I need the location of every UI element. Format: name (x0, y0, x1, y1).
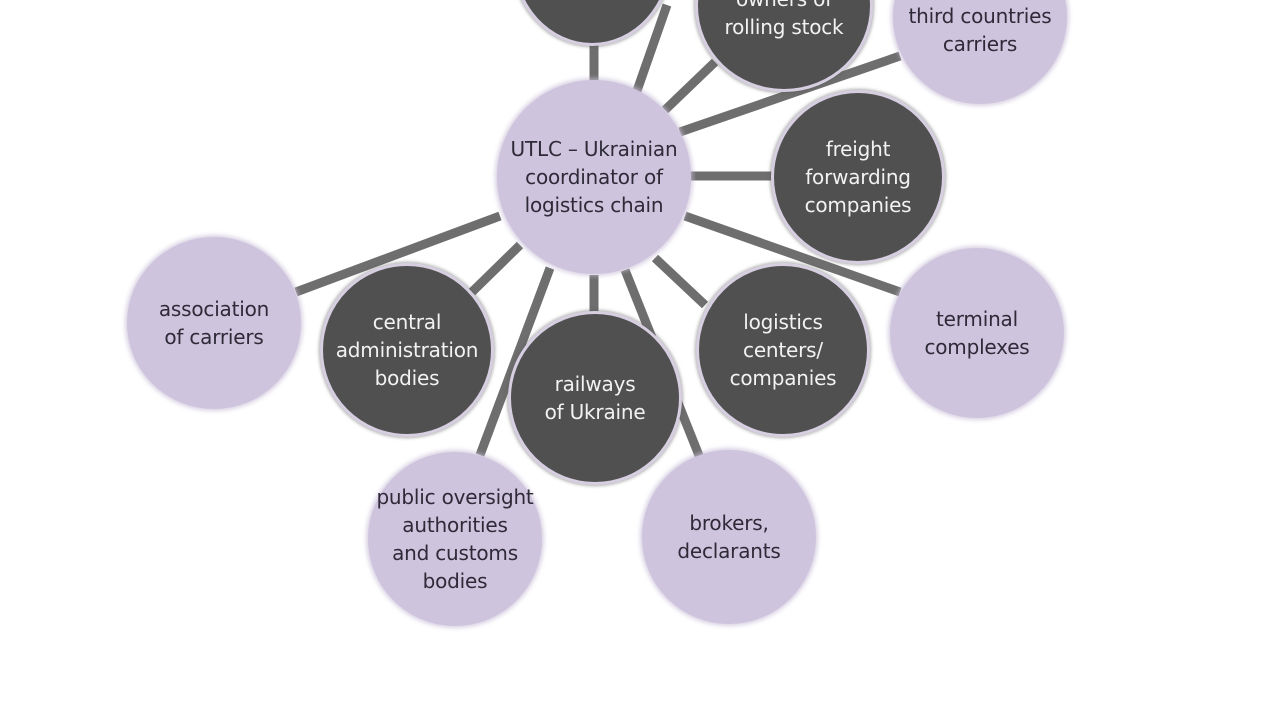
node-logistics-centers-companies: logistics centers/ companies (696, 263, 870, 437)
node-association-of-carriers: association of carriers (127, 237, 301, 409)
node-owners-of-rolling-stock-label: owners of rolling stock (724, 0, 844, 39)
node-central-administration-bodies: central administration bodies (320, 263, 494, 437)
node-railways-of-ukraine-label: railways of Ukraine (544, 372, 646, 424)
node-railways-of-ukraine: railways of Ukraine (508, 311, 682, 485)
connector-owners-of-rolling-stock-2 (661, 58, 719, 114)
connector-third-countries-carriers (678, 51, 902, 137)
node-freight-forwarding-companies-label: freight forwarding companies (804, 137, 912, 217)
center-node-label: UTLC – Ukrainian coordinator of logistic… (510, 137, 678, 217)
connector-association-of-carriers (294, 211, 502, 297)
connector-logistics-centers (651, 254, 709, 309)
connector-central-administration (468, 241, 524, 296)
node-central-administration-bodies-label: central administration bodies (335, 310, 479, 390)
node-terminal-complexes-label: terminal complexes (924, 307, 1030, 359)
connector-owners-of-rolling-stock (627, 3, 672, 107)
node-brokers-declarants: brokers, declarants (642, 450, 816, 624)
center-node-utlc: UTLC – Ukrainian coordinator of logistic… (497, 80, 691, 274)
connector-terminal-complexes (683, 211, 902, 297)
node-public-oversight-authorities-label: public oversight authorities and customs… (376, 485, 534, 593)
node-brokers-declarants-label: brokers, declarants (677, 511, 781, 563)
node-logistics-centers-companies-label: logistics centers/ companies (729, 310, 837, 390)
node-third-countries-carriers-label: third countries carriers (908, 4, 1052, 56)
node-association-of-carriers-label: association of carriers (158, 297, 270, 349)
node-public-oversight-authorities: public oversight authorities and customs… (368, 452, 542, 626)
node-terminal-complexes: terminal complexes (890, 248, 1064, 418)
node-freight-forwarding-companies: freight forwarding companies (771, 90, 945, 264)
